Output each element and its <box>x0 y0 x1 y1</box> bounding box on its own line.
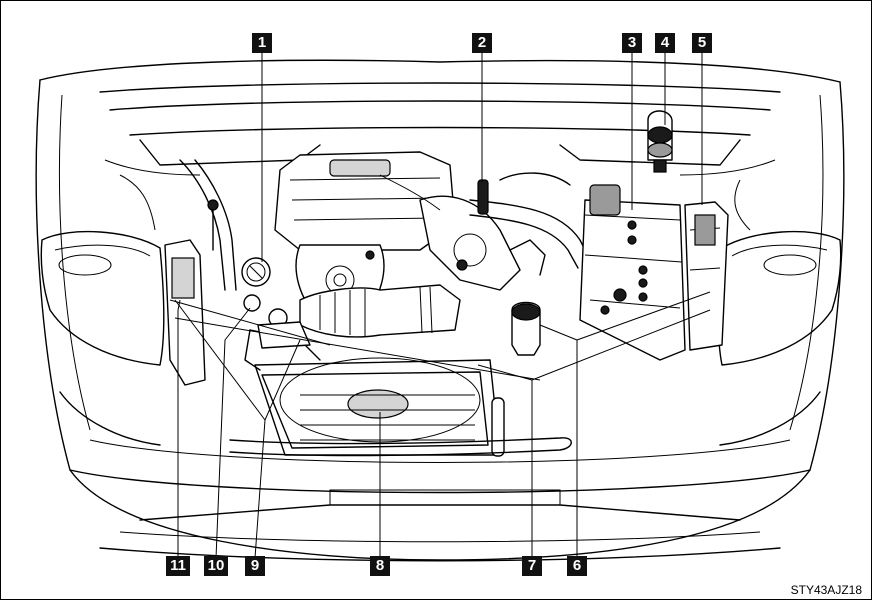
label-1: 1 <box>252 33 272 53</box>
label-5: 5 <box>692 33 712 53</box>
label-8: 8 <box>370 556 390 576</box>
washer-reservoir-cap <box>511 301 541 356</box>
leader-cross-a <box>169 299 331 346</box>
cowl-area <box>99 82 781 176</box>
figure-code: STY43AJZ18 <box>790 583 862 597</box>
battery <box>579 184 686 361</box>
label-11: 11 <box>166 556 190 576</box>
left-side-components <box>119 174 751 386</box>
label-7: 7 <box>522 556 542 576</box>
label-9: 9 <box>245 556 265 576</box>
leader-9b <box>174 299 266 421</box>
car-body-outline <box>35 59 845 562</box>
air-intake-hose <box>299 284 461 338</box>
left-headlamp <box>40 230 165 366</box>
label-3: 3 <box>622 33 642 53</box>
leader-11b <box>177 299 181 311</box>
leader-10 <box>215 307 251 559</box>
radiator-fan-assembly <box>244 321 505 457</box>
label-10: 10 <box>204 556 228 576</box>
label-6: 6 <box>567 556 587 576</box>
oil-filler-cap <box>241 257 271 287</box>
callout-leaders <box>169 52 711 559</box>
label-2: 2 <box>472 33 492 53</box>
leader-6b <box>539 324 578 341</box>
leader-cross-b <box>174 317 541 381</box>
dipstick <box>477 179 489 215</box>
fuse-box <box>684 201 729 351</box>
label-4: 4 <box>655 33 675 53</box>
brake-fluid-reservoir <box>647 110 673 173</box>
coolant-cap <box>243 294 288 328</box>
right-headlamp <box>717 230 842 366</box>
lower-hose <box>229 437 572 457</box>
